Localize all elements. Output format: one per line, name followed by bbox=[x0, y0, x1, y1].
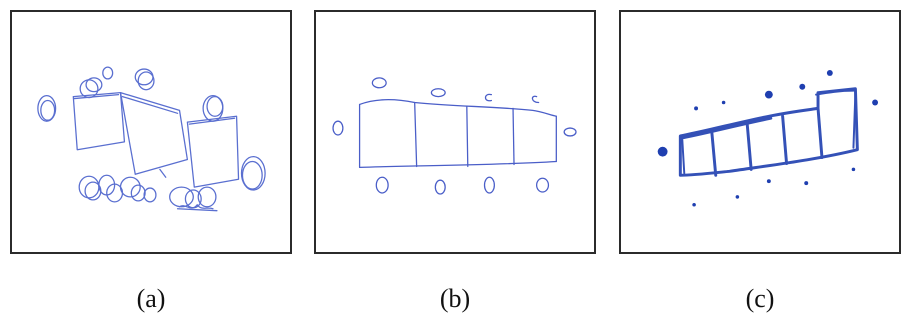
sketch-b-icon bbox=[332, 77, 577, 195]
caption-b: (b) bbox=[439, 284, 471, 313]
caption-c: (c) bbox=[745, 284, 775, 313]
panel-a bbox=[10, 10, 292, 254]
panel-c bbox=[619, 10, 901, 254]
sketch-a-icon bbox=[37, 66, 266, 212]
caption-a: (a) bbox=[136, 284, 166, 313]
sketch-c-icon bbox=[657, 70, 879, 207]
panel-b bbox=[314, 10, 596, 254]
